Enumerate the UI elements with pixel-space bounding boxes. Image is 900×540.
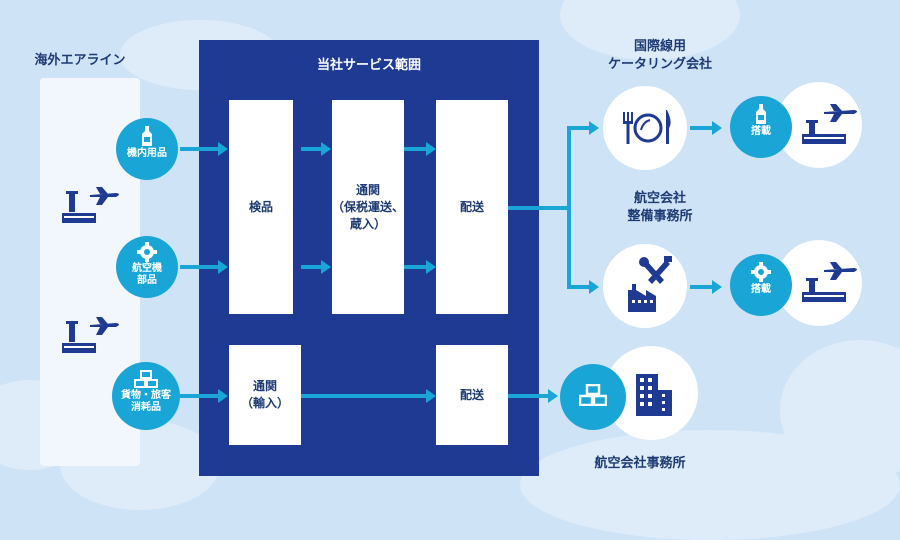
bottle-icon xyxy=(756,104,766,124)
delivery-bottom-box: 配送 xyxy=(436,345,508,445)
arrow xyxy=(180,142,228,156)
airport-plane-icon xyxy=(62,187,119,223)
arrow xyxy=(301,389,436,403)
item-cargo-consumables: 貨物・旅客 消耗品 xyxy=(112,362,180,430)
catering-title: 国際線用 ケータリング会社 xyxy=(607,39,712,72)
loading-label-1: 搭載 xyxy=(751,126,771,137)
airport-plane-icon xyxy=(62,317,119,353)
cargo-office-circle xyxy=(560,364,626,430)
aircraft-parts-label: 航空機 部品 xyxy=(132,263,162,286)
arrow xyxy=(567,280,599,294)
gear-icon xyxy=(137,242,157,262)
customs-import-box: 通関 （輸入） xyxy=(229,345,301,445)
customs-bonded-box: 通関 （保税運送、 蔵入） xyxy=(332,100,404,314)
maintenance-title: 航空会社 整備事務所 xyxy=(627,191,693,224)
airport-plane-icon xyxy=(802,104,857,144)
arrow xyxy=(690,121,722,135)
arrow xyxy=(690,280,722,294)
tools-factory-icon xyxy=(628,256,672,312)
arrow xyxy=(180,389,228,403)
boxes-icon xyxy=(134,370,158,388)
catering-circle xyxy=(603,86,687,170)
loading-bottle: 搭載 xyxy=(730,96,792,158)
bottle-icon xyxy=(142,126,152,146)
cabin-supplies-label: 機内用品 xyxy=(127,148,167,159)
arrow xyxy=(404,260,436,274)
arrow xyxy=(301,142,331,156)
service-scope-title: 当社サービス範囲 xyxy=(316,58,421,73)
cargo-consumables-label: 貨物・旅客 消耗品 xyxy=(121,390,171,413)
connector-line xyxy=(508,206,570,210)
connector-line xyxy=(567,126,571,288)
arrow xyxy=(508,389,558,403)
item-aircraft-parts: 航空機 部品 xyxy=(116,236,178,298)
office-building-icon xyxy=(636,374,672,416)
arrow xyxy=(180,260,228,274)
loading-gear: 搭載 xyxy=(730,254,792,316)
dish-cutlery-icon xyxy=(623,110,671,144)
inspection-box: 検品 xyxy=(229,100,293,314)
arrow xyxy=(567,121,599,135)
office-title: 航空会社事務所 xyxy=(594,456,686,471)
cloud xyxy=(780,340,900,480)
item-cabin-supplies: 機内用品 xyxy=(116,118,178,180)
airline-title: 海外エアライン xyxy=(34,53,126,68)
airport-plane-icon xyxy=(802,262,857,302)
boxes-icon xyxy=(579,384,607,406)
arrow xyxy=(404,142,436,156)
loading-label-2: 搭載 xyxy=(751,284,771,295)
gear-icon xyxy=(751,262,771,282)
delivery-top-box: 配送 xyxy=(436,100,508,314)
arrow xyxy=(301,260,331,274)
